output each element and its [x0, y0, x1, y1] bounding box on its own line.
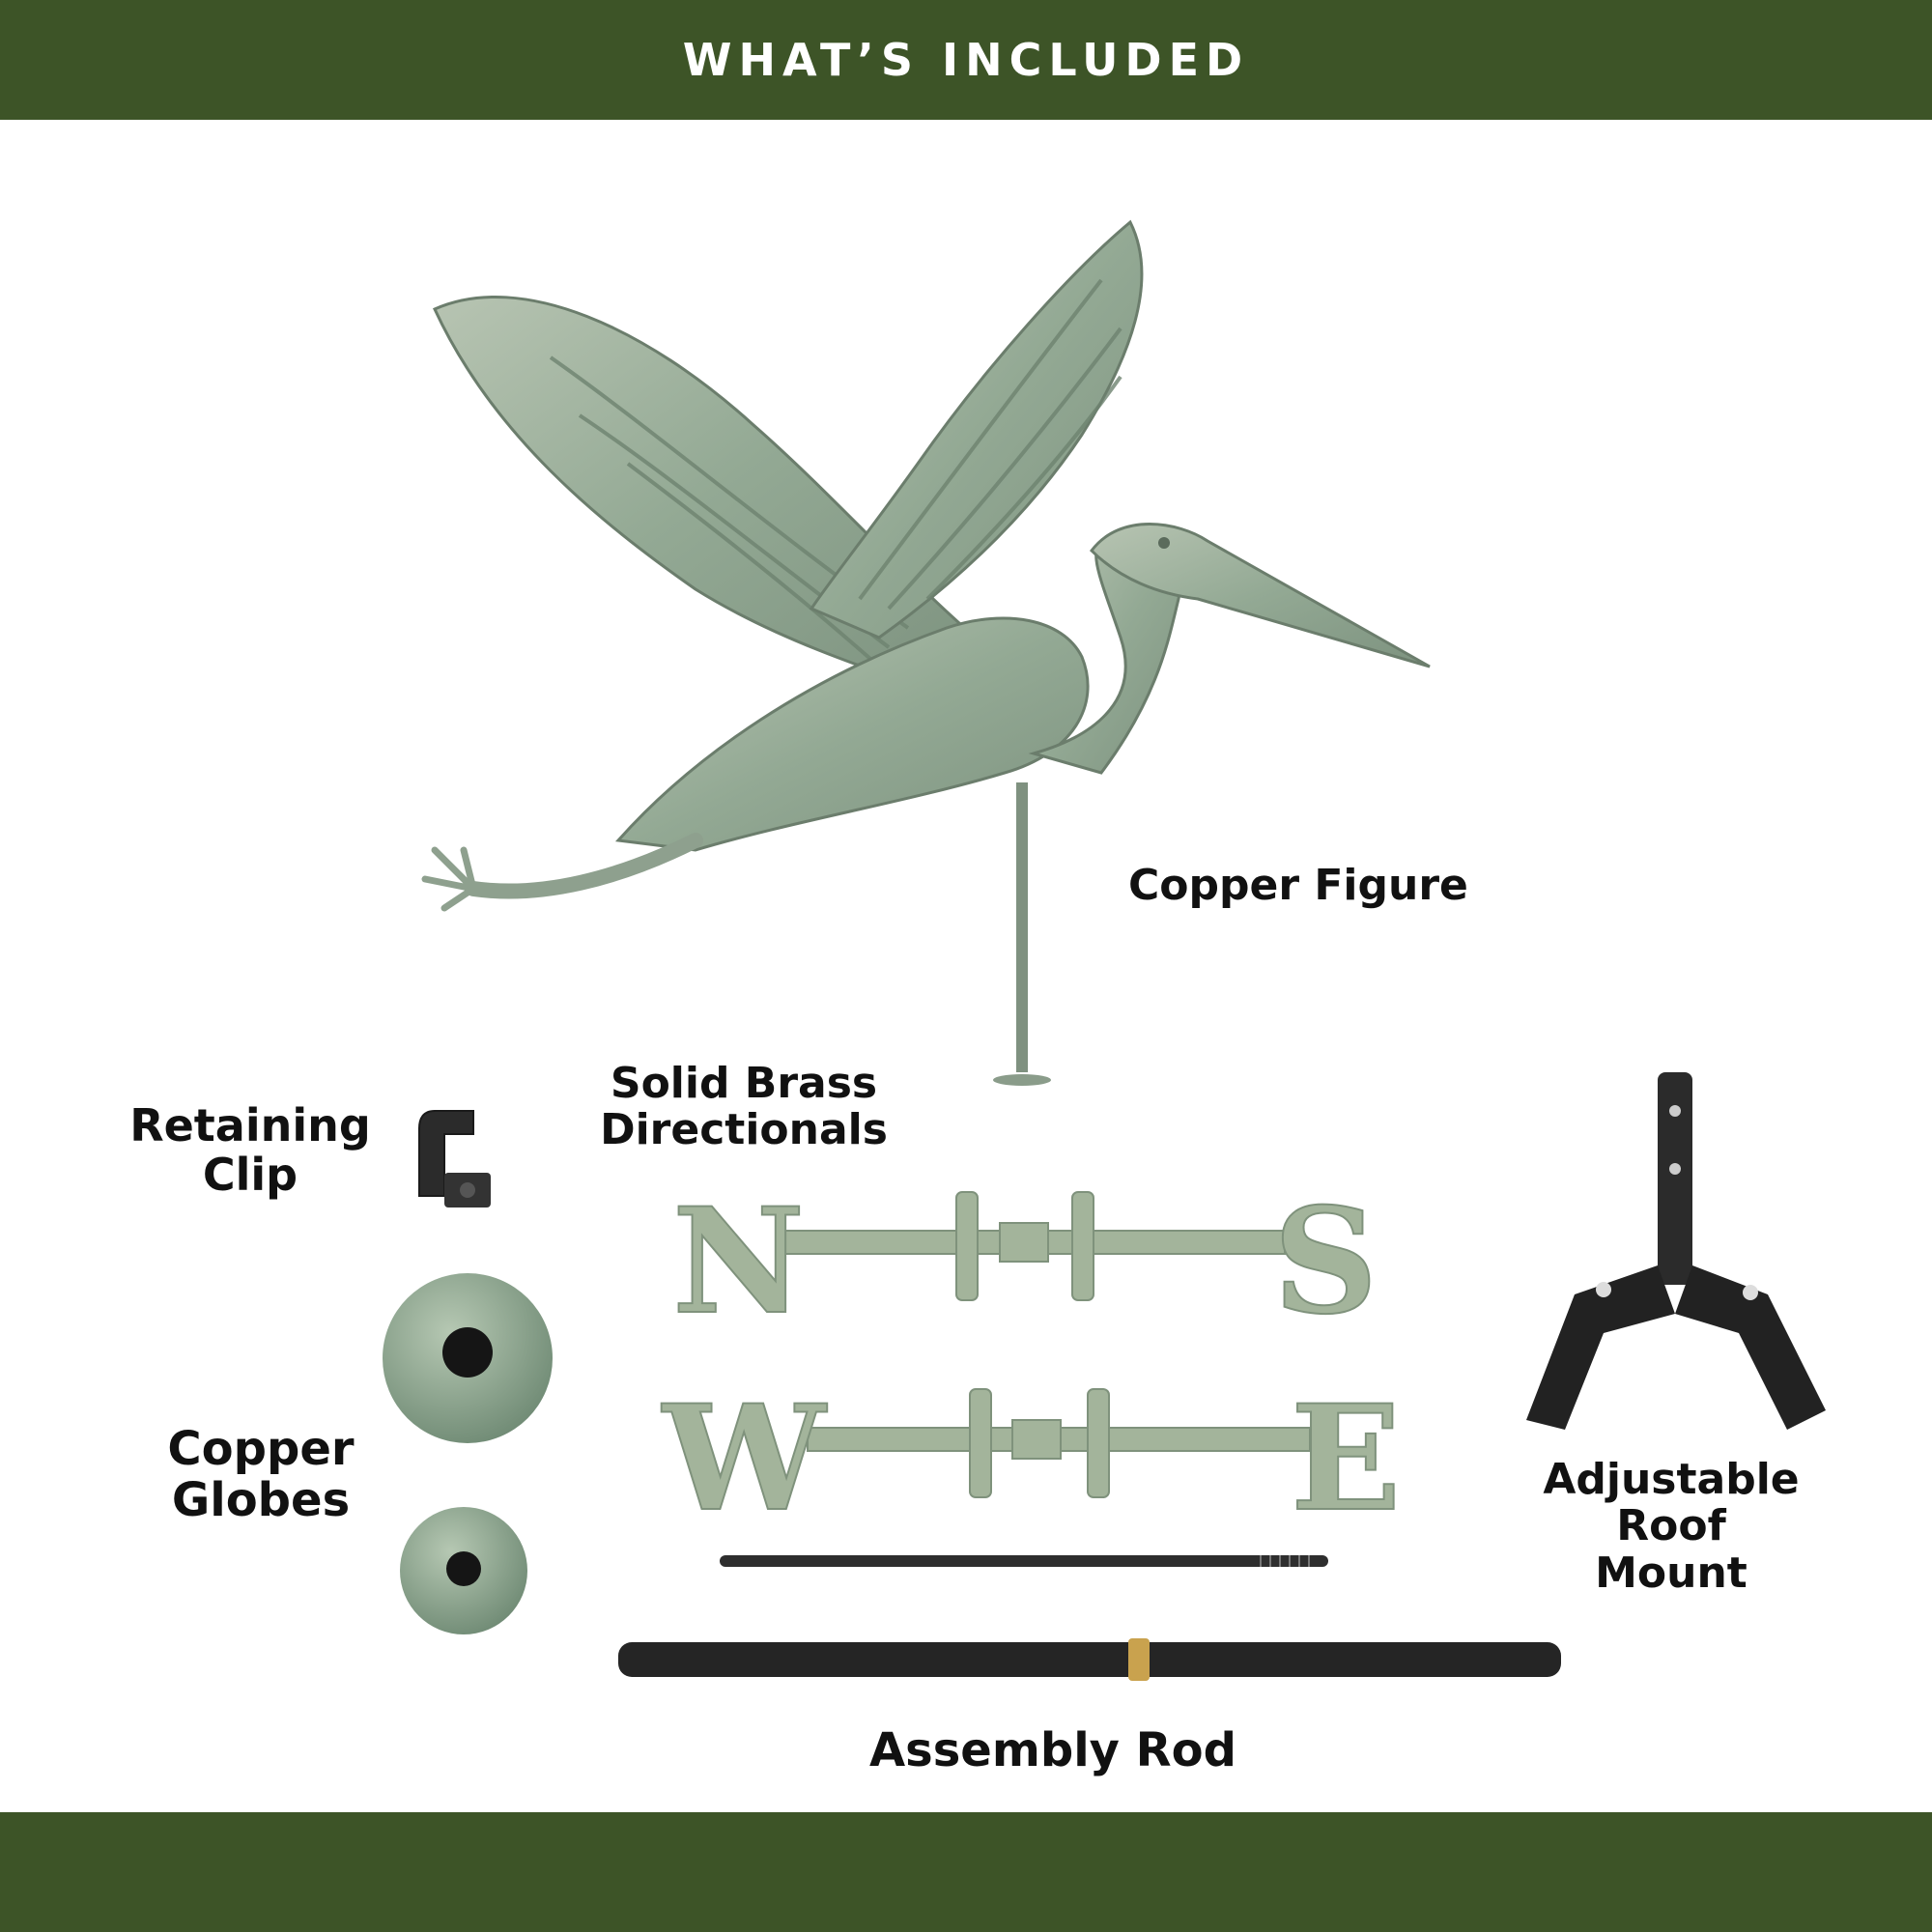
roof-mount-label-line-2: Roof: [1616, 1501, 1726, 1551]
north-letter: N: [672, 1177, 805, 1347]
footer-band: [0, 1812, 1932, 1932]
roof-mount-label-line-3: Mount: [1595, 1548, 1747, 1598]
east-letter: E: [1291, 1374, 1401, 1544]
directionals-label: Solid Brass Directionals: [589, 1059, 898, 1155]
assembly-rod-icon: [618, 1638, 1561, 1681]
west-east-directional-icon: W E: [660, 1373, 1402, 1545]
header-band: WHAT’S INCLUDED: [0, 0, 1932, 120]
north-south-directional-icon: N S: [671, 1176, 1378, 1348]
roof-mount-label: Adjustable Roof Mount: [1526, 1455, 1816, 1598]
retaining-clip-icon: [418, 1110, 491, 1208]
copper-globes-label: Copper Globes: [155, 1424, 367, 1526]
retaining-clip-label: Retaining Clip: [129, 1101, 371, 1199]
assembly-rod-thin-icon: [720, 1555, 1328, 1567]
roof-mount-icon: [1526, 1072, 1826, 1430]
page-title: WHAT’S INCLUDED: [682, 34, 1250, 86]
heron-weathervane-icon: [421, 219, 1431, 1086]
copper-globes-label-line-2: Globes: [171, 1472, 351, 1527]
directionals-label-line-2: Directionals: [600, 1105, 888, 1155]
directionals-label-line-1: Solid Brass: [610, 1059, 878, 1108]
roof-mount-label-line-1: Adjustable: [1543, 1455, 1800, 1504]
copper-globe-large-icon: [383, 1273, 553, 1443]
copper-globe-small-icon: [400, 1507, 527, 1634]
west-letter: W: [661, 1374, 828, 1544]
copper-figure-label: Copper Figure: [1128, 861, 1468, 910]
copper-globes-label-line-1: Copper: [167, 1422, 355, 1476]
assembly-rod-label: Assembly Rod: [869, 1723, 1236, 1777]
retaining-clip-label-line-1: Retaining: [129, 1099, 371, 1151]
south-letter: S: [1273, 1177, 1378, 1347]
retaining-clip-label-line-2: Clip: [202, 1148, 298, 1201]
